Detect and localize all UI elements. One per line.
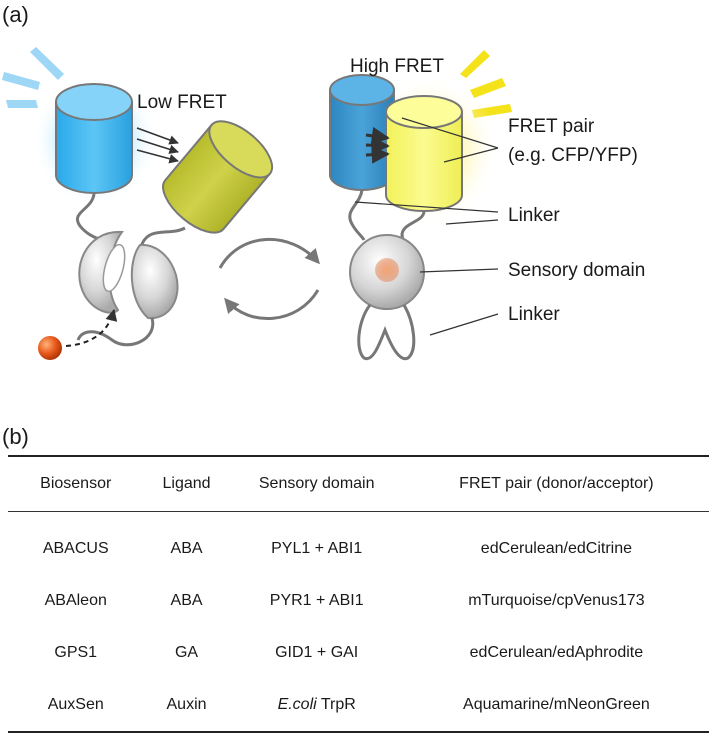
cell-domain-italic: E.coli xyxy=(277,696,317,713)
cell-domain-text: PYL1 + ABI1 xyxy=(271,540,363,557)
sensory-domain-label: Sensory domain xyxy=(508,260,645,281)
annotation-lines xyxy=(354,117,499,336)
cell-fret-pair: Aquamarine/mNeonGreen xyxy=(403,679,709,733)
cell-fret-pair: edCerulean/edCitrine xyxy=(480,540,632,557)
cell-ligand: ABA xyxy=(170,540,203,557)
table-row: ABACUS ABA PYL1 + ABI1 edCerulean/edCitr… xyxy=(8,512,709,576)
cell-domain-text: PYR1 + ABI1 xyxy=(269,592,364,609)
cell-biosensor: ABAleon xyxy=(44,592,107,609)
ligand-ball xyxy=(38,336,62,360)
high-fret-state: High FRET xyxy=(329,50,512,361)
table-row: ABAleon ABA PYR1 + ABI1 mTurquoise/cpVen… xyxy=(8,575,709,627)
cell-biosensor: AuxSen xyxy=(8,679,144,733)
bound-ligand xyxy=(375,258,399,282)
energy-transfer-arrows xyxy=(136,127,179,164)
fret-pair-label: FRET pair xyxy=(508,116,595,137)
cell-ligand: ABA xyxy=(170,592,203,609)
cell-ligand: GA xyxy=(174,644,199,661)
fret-pair-example: (e.g. CFP/YFP) xyxy=(508,145,638,166)
linker-label-top: Linker xyxy=(508,205,560,226)
donor-cylinder-low xyxy=(55,83,133,194)
low-fret-state: Low FRET xyxy=(2,47,274,360)
donor-cylinder-high xyxy=(329,74,395,191)
ligand-binding-arrow xyxy=(65,308,118,347)
linker-high-bottom xyxy=(357,304,416,361)
panel-b-label: (b) xyxy=(2,424,29,449)
linker-label-bottom: Linker xyxy=(508,304,560,325)
cell-sensory-domain: E.coli TrpR xyxy=(229,679,404,733)
biosensor-table: Biosensor Ligand Sensory domain FRET pai… xyxy=(8,455,709,733)
high-fret-label: High FRET xyxy=(350,56,444,77)
cell-sensory-domain: GID1 + GAI xyxy=(230,627,404,679)
table-header-row: Biosensor Ligand Sensory domain FRET pai… xyxy=(8,455,709,512)
open-sensory-domain xyxy=(78,230,179,320)
cell-fret-pair: mTurquoise/cpVenus173 xyxy=(468,592,645,609)
equilibrium-arrows xyxy=(218,238,320,320)
cell-sensory-domain: PYR1 + ABI1 xyxy=(230,575,404,627)
low-fret-label: Low FRET xyxy=(137,92,227,113)
fret-biosensor-diagram: Low FRET xyxy=(2,47,645,361)
header-ligand: Ligand xyxy=(143,455,230,512)
linker-high-left xyxy=(348,189,366,241)
linker-bottom-left xyxy=(76,317,155,347)
table-row: AuxSen Auxin E.coli TrpR Aquamarine/mNeo… xyxy=(8,679,709,733)
fret-transfer-arrows xyxy=(365,126,390,164)
cell-fret-pair: edCerulean/edAphrodite xyxy=(469,644,644,661)
table-row: GPS1 GA GID1 + GAI edCerulean/edAphrodit… xyxy=(8,627,709,679)
cell-ligand: Auxin xyxy=(143,679,230,733)
header-biosensor: Biosensor xyxy=(8,455,144,512)
acceptor-cylinder-high xyxy=(385,95,463,212)
header-fret-pair: FRET pair (donor/acceptor) xyxy=(403,455,709,512)
blue-emission-rays xyxy=(2,47,64,108)
acceptor-cylinder-low xyxy=(162,120,274,234)
cell-domain-text: TrpR xyxy=(316,696,356,713)
header-sensory-domain: Sensory domain xyxy=(229,455,404,512)
cell-sensory-domain: PYL1 + ABI1 xyxy=(230,512,404,576)
cell-biosensor: GPS1 xyxy=(54,644,98,661)
panel-a-label: (a) xyxy=(2,2,29,27)
cell-biosensor: ABACUS xyxy=(42,540,109,557)
cell-domain-text: GID1 + GAI xyxy=(275,644,359,661)
